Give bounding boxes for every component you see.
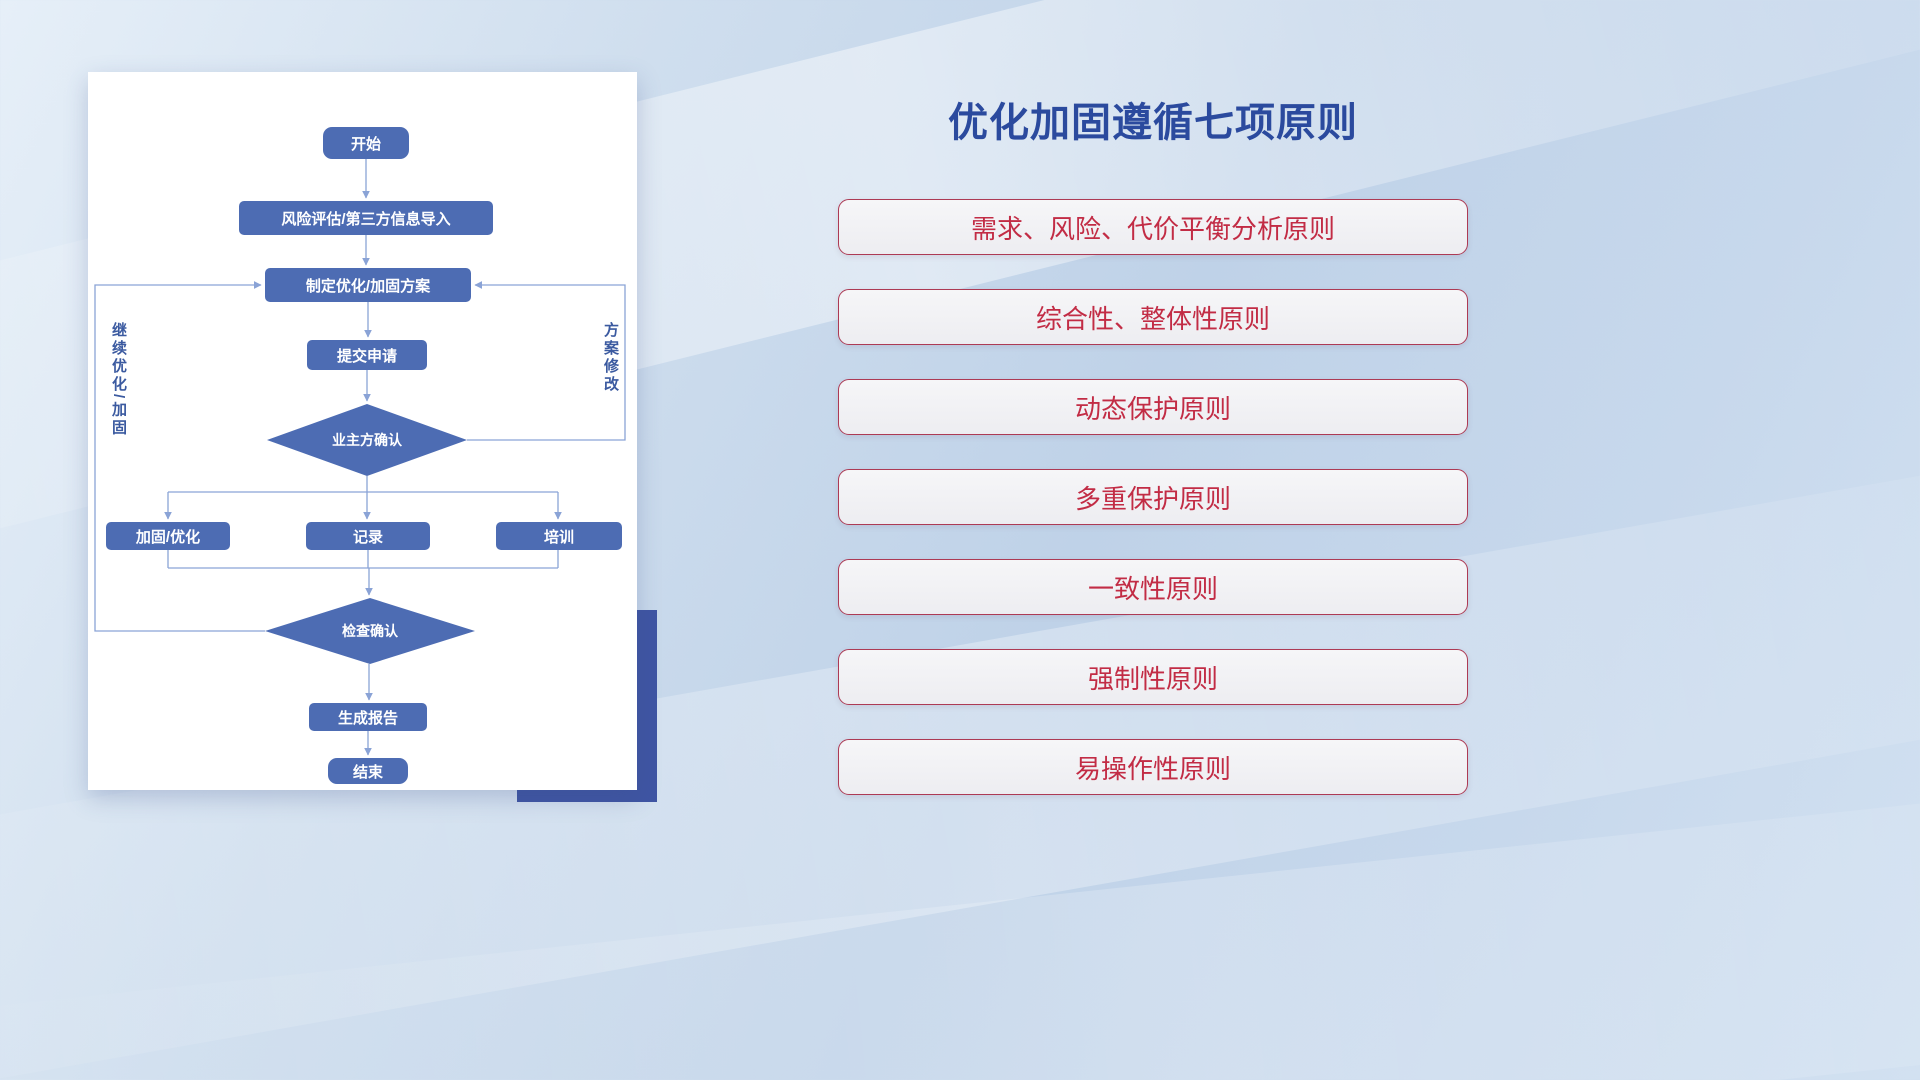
principle-item-consistency: 一致性原则: [838, 559, 1468, 615]
flowchart-card: 开始 风险评估/第三方信息导入 制定优化/加固方案 提交申请 业主方确认 加固/…: [88, 72, 637, 790]
decision-check-confirm: [265, 598, 475, 664]
flow-node-harden-optimize: 加固/优化: [106, 522, 230, 550]
decision-owner-confirm: [267, 404, 467, 476]
flow-node-submit-application: 提交申请: [307, 340, 427, 370]
flow-node-end: 结束: [328, 758, 408, 784]
flow-node-generate-report: 生成报告: [309, 703, 427, 731]
principle-item-dynamic-protection: 动态保护原则: [838, 379, 1468, 435]
loop-label-plan-modify: 方案修改: [602, 322, 619, 394]
flow-node-training: 培训: [496, 522, 622, 550]
flow-node-make-plan: 制定优化/加固方案: [265, 268, 471, 302]
flow-node-check-confirm-label: 检查确认: [342, 623, 398, 639]
background-streak: [0, 744, 1920, 1080]
principle-item-comprehensive: 综合性、整体性原则: [838, 289, 1468, 345]
flow-node-risk-assessment: 风险评估/第三方信息导入: [239, 201, 493, 235]
loop-label-continue-optimize: 继续优化/加固: [110, 322, 127, 438]
principle-item-balance-analysis: 需求、风险、代价平衡分析原则: [838, 199, 1468, 255]
principles-list: 需求、风险、代价平衡分析原则 综合性、整体性原则 动态保护原则 多重保护原则 一…: [838, 199, 1468, 795]
flow-node-owner-confirm-label: 业主方确认: [332, 432, 402, 448]
principle-item-multiple-protection: 多重保护原则: [838, 469, 1468, 525]
flowchart-connectors: [94, 159, 626, 756]
page-title: 优化加固遵循七项原则: [948, 101, 1358, 145]
principle-item-easy-operation: 易操作性原则: [838, 739, 1468, 795]
flow-node-start: 开始: [323, 127, 409, 159]
flow-node-record: 记录: [306, 522, 430, 550]
principle-item-mandatory: 强制性原则: [838, 649, 1468, 705]
flow-connectors: [94, 159, 626, 756]
